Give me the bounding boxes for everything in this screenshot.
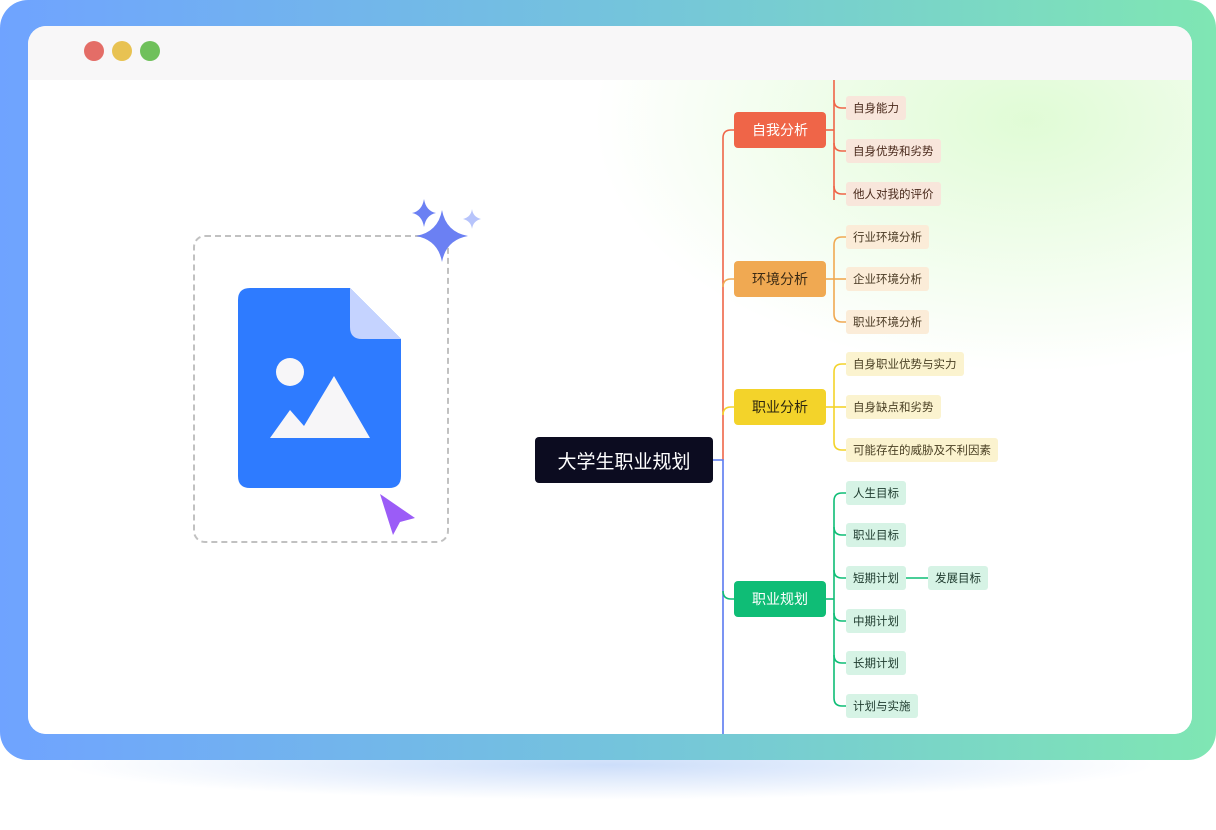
minimize-button[interactable] xyxy=(112,41,132,61)
leaf-node[interactable]: 自身缺点和劣势 xyxy=(846,395,941,419)
cursor-arrow-icon xyxy=(380,494,415,535)
image-drop-zone[interactable] xyxy=(193,235,449,543)
upload-illustration xyxy=(238,199,481,535)
leaf-node[interactable]: 自身能力 xyxy=(846,96,906,120)
leaf-node[interactable]: 可能存在的威胁及不利因素 xyxy=(846,438,998,462)
branch-node-career-planning[interactable]: 职业规划 xyxy=(734,581,826,617)
leaf-node[interactable]: 职业环境分析 xyxy=(846,310,929,334)
leaf-node[interactable]: 短期计划 xyxy=(846,566,906,590)
close-button[interactable] xyxy=(84,41,104,61)
leaf-node[interactable]: 他人对我的评价 xyxy=(846,182,941,206)
leaf-node[interactable]: 自身优势和劣势 xyxy=(846,139,941,163)
app-window: 大学生职业规划 自我分析 环境分析 职业分析 职业规划 自身能力 自身优势和劣势… xyxy=(28,26,1192,734)
leaf-node[interactable]: 长期计划 xyxy=(846,651,906,675)
mindmap-connectors xyxy=(713,80,928,734)
sparkle-icon xyxy=(412,199,481,262)
maximize-button[interactable] xyxy=(140,41,160,61)
leaf-node[interactable]: 企业环境分析 xyxy=(846,267,929,291)
leaf-node[interactable]: 人生目标 xyxy=(846,481,906,505)
branch-node-career-analysis[interactable]: 职业分析 xyxy=(734,389,826,425)
image-file-icon[interactable] xyxy=(238,288,401,488)
canvas-area: 大学生职业规划 自我分析 环境分析 职业分析 职业规划 自身能力 自身优势和劣势… xyxy=(28,80,1192,734)
branch-node-self-analysis[interactable]: 自我分析 xyxy=(734,112,826,148)
mindmap-root-node[interactable]: 大学生职业规划 xyxy=(535,437,713,483)
window-titlebar xyxy=(28,26,1192,80)
leaf-node[interactable]: 计划与实施 xyxy=(846,694,918,718)
leaf-node[interactable]: 自身职业优势与实力 xyxy=(846,352,964,376)
leaf-node[interactable]: 中期计划 xyxy=(846,609,906,633)
sub-leaf-node[interactable]: 发展目标 xyxy=(928,566,988,590)
leaf-node[interactable]: 职业目标 xyxy=(846,523,906,547)
leaf-node[interactable]: 行业环境分析 xyxy=(846,225,929,249)
branch-node-environment-analysis[interactable]: 环境分析 xyxy=(734,261,826,297)
